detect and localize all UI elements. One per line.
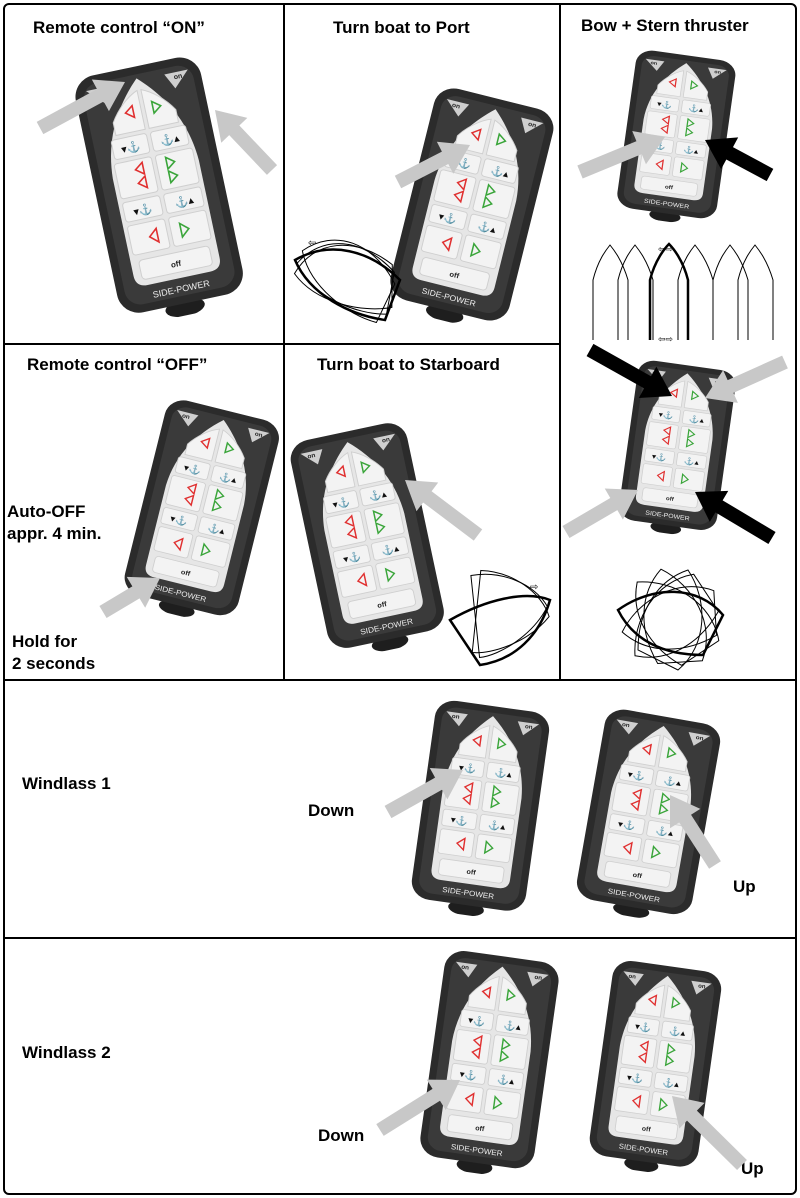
- svg-text:on: on: [451, 102, 461, 111]
- divider-h1: [3, 343, 561, 345]
- panel-title-windlass2: Windlass 2: [22, 1043, 111, 1062]
- svg-text:▾⚓: ▾⚓: [627, 769, 646, 783]
- svg-text:⚓▴: ⚓▴: [684, 456, 700, 467]
- svg-text:⚓▴: ⚓▴: [662, 1077, 680, 1091]
- divider-v1: [283, 3, 285, 680]
- svg-text:⚓▴: ⚓▴: [689, 414, 705, 425]
- boat-turn-port-icon: ⇦: [293, 238, 402, 324]
- panel-title-bowstern: Bow + Stern thruster: [581, 16, 749, 35]
- svg-text:▾⚓: ▾⚓: [467, 1014, 486, 1028]
- svg-text:⇦⇨: ⇦⇨: [658, 244, 674, 254]
- svg-text:▾⚓: ▾⚓: [657, 99, 673, 110]
- remote-windlass1-down: on on ▾⚓ ⚓▴ ▾⚓ ⚓▴ off SIDE-POWER: [403, 694, 558, 923]
- remote-bowstern-top: on on ▾⚓ ⚓▴ ▾⚓ ⚓▴ off SIDE-POWER: [610, 45, 743, 229]
- svg-text:on: on: [714, 380, 721, 386]
- svg-text:off: off: [376, 599, 388, 610]
- svg-text:▾⚓: ▾⚓: [169, 513, 189, 528]
- svg-text:⇨: ⇨: [530, 582, 538, 593]
- divider-v2: [559, 3, 561, 680]
- divider-h3: [3, 937, 797, 939]
- svg-text:⚓▴: ⚓▴: [159, 131, 181, 148]
- panel-title-on: Remote control “ON”: [33, 18, 205, 37]
- hold-note: Hold for 2 seconds: [12, 632, 96, 673]
- svg-text:▾⚓: ▾⚓: [342, 551, 362, 566]
- svg-text:off: off: [641, 1126, 651, 1134]
- panel-title-port: Turn boat to Port: [333, 18, 470, 37]
- svg-text:⚓▴: ⚓▴: [494, 767, 513, 781]
- boat-sideways-icon: ⇦⇨ ⇦⇨: [592, 242, 774, 344]
- boat-turn-starboard-icon: ⇨: [448, 569, 552, 667]
- svg-text:off: off: [170, 259, 182, 270]
- svg-text:⚓▴: ⚓▴: [218, 471, 238, 486]
- svg-text:⚓▴: ⚓▴: [368, 488, 388, 503]
- svg-text:▾⚓: ▾⚓: [132, 202, 153, 219]
- svg-text:▾⚓: ▾⚓: [332, 496, 352, 511]
- svg-text:on: on: [307, 452, 316, 460]
- panel-title-windlass1: Windlass 1: [22, 774, 111, 793]
- svg-text:off: off: [466, 869, 477, 877]
- svg-text:⚓▴: ⚓▴: [663, 775, 683, 789]
- svg-text:on: on: [650, 60, 657, 66]
- windlass1-down-label: Down: [308, 801, 355, 820]
- svg-text:off: off: [475, 1125, 486, 1133]
- svg-text:⇦⇨: ⇦⇨: [658, 334, 674, 344]
- svg-text:on: on: [628, 974, 637, 981]
- auto-off-note: Auto-OFF appr. 4 min.: [7, 502, 102, 543]
- svg-text:⚓▴: ⚓▴: [688, 103, 704, 114]
- svg-text:⚓▴: ⚓▴: [668, 1025, 686, 1039]
- svg-text:on: on: [714, 69, 721, 75]
- svg-text:on: on: [652, 371, 659, 377]
- diagram-frame: [3, 3, 797, 1195]
- svg-text:on: on: [381, 436, 390, 444]
- svg-text:▾⚓: ▾⚓: [183, 462, 203, 477]
- svg-text:on: on: [254, 431, 263, 439]
- panel-title-off: Remote control “OFF”: [27, 355, 208, 374]
- svg-text:⚓▴: ⚓▴: [206, 522, 226, 537]
- svg-text:▾⚓: ▾⚓: [651, 451, 667, 462]
- svg-text:off: off: [665, 496, 674, 503]
- svg-text:off: off: [632, 872, 643, 880]
- svg-text:⚓▴: ⚓▴: [380, 542, 400, 557]
- remote-bowstern-bottom: on on ▾⚓ ⚓▴ ▾⚓ ⚓▴ off SIDE-POWER: [612, 355, 743, 540]
- svg-text:⇦: ⇦: [308, 238, 316, 249]
- svg-text:off: off: [180, 569, 191, 578]
- divider-h2: [3, 679, 797, 681]
- remote-starboard: on on ▾⚓ ⚓▴ ▾⚓ ⚓▴ off SIDE-POWER: [281, 415, 455, 663]
- svg-text:on: on: [534, 974, 543, 982]
- svg-text:▾⚓: ▾⚓: [626, 1072, 644, 1086]
- remote-off: on on ▾⚓ ⚓▴ ▾⚓ ⚓▴ off SIDE-POWER: [113, 392, 289, 631]
- svg-text:off: off: [664, 185, 673, 192]
- svg-text:▾⚓: ▾⚓: [459, 1068, 478, 1082]
- svg-text:off: off: [449, 270, 461, 281]
- svg-text:on: on: [698, 984, 707, 991]
- svg-text:▾⚓: ▾⚓: [617, 818, 636, 832]
- svg-text:on: on: [621, 722, 630, 729]
- windlass1-up-label: Up: [733, 877, 756, 896]
- svg-text:⚓▴: ⚓▴: [173, 193, 195, 210]
- boat-rotate-icon: [616, 568, 725, 671]
- svg-text:⚓▴: ⚓▴: [496, 1074, 515, 1088]
- svg-text:on: on: [461, 964, 470, 972]
- svg-text:on: on: [173, 73, 183, 82]
- windlass2-down-label: Down: [318, 1126, 365, 1145]
- svg-text:on: on: [451, 714, 460, 721]
- windlass2-up-label: Up: [741, 1159, 764, 1178]
- svg-text:on: on: [527, 121, 537, 130]
- svg-text:▾⚓: ▾⚓: [658, 409, 674, 420]
- svg-text:⚓▴: ⚓▴: [503, 1019, 522, 1033]
- svg-text:▾⚓: ▾⚓: [634, 1020, 652, 1034]
- svg-text:⚓▴: ⚓▴: [655, 825, 675, 839]
- svg-text:⚓▴: ⚓▴: [683, 145, 699, 156]
- svg-text:▾⚓: ▾⚓: [120, 140, 141, 157]
- svg-text:on: on: [525, 724, 534, 731]
- svg-text:on: on: [695, 735, 704, 742]
- svg-text:on: on: [181, 413, 190, 421]
- panel-title-starboard: Turn boat to Starboard: [317, 355, 500, 374]
- svg-text:⚓▴: ⚓▴: [487, 819, 506, 833]
